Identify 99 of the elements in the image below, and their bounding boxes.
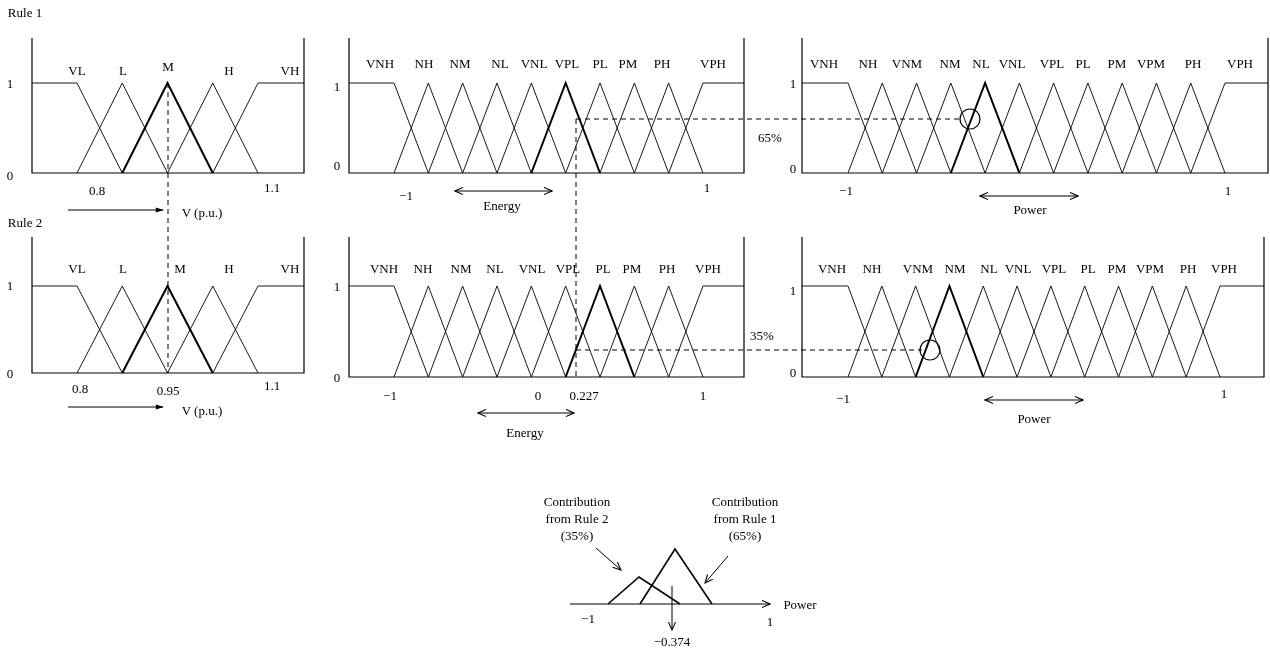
axis-label: Power (1013, 202, 1047, 216)
axis-label: 0 (789, 161, 797, 175)
axis-label: PL (595, 261, 611, 275)
axis-label: NL (972, 56, 990, 70)
axis-label: M (174, 261, 186, 275)
axis-label: Energy (483, 198, 521, 212)
axis-label: 0.227 (569, 388, 599, 402)
axis-label: PL (1075, 56, 1091, 70)
axis-label: 1 (6, 76, 14, 90)
leader-arrow (595, 547, 622, 571)
axis-label: NH (858, 56, 878, 70)
axis-label: 1 (699, 388, 707, 402)
axis-label: 0 (6, 366, 14, 380)
axis-label: PM (1107, 261, 1127, 275)
axis-label: NL (491, 56, 509, 70)
axis-label: VPL (1041, 261, 1067, 275)
axis-label: VPL (555, 261, 581, 275)
axis-label: VPH (1211, 261, 1237, 275)
axis-label: PH (658, 261, 676, 275)
axis-label: VNH (369, 261, 399, 275)
axis-label: 0 (6, 168, 14, 182)
axis-label: VNL (998, 56, 1026, 70)
axis-label: VH (280, 261, 300, 275)
axis-label: Rule 2 (7, 215, 43, 229)
axis-label: 1 (789, 76, 797, 90)
axis-label: V (p.u.) (181, 205, 223, 219)
axis-label: VPH (700, 56, 726, 70)
axis-label: VNL (518, 261, 546, 275)
axis-label: VNL (1004, 261, 1032, 275)
axis-label: 1 (333, 79, 341, 93)
axis-label: VPH (695, 261, 721, 275)
axis-label: −1 (383, 388, 397, 402)
axis-label: VPH (1227, 56, 1253, 70)
axis-label: PL (1080, 261, 1096, 275)
axis-label: 0 (534, 388, 542, 402)
axis-label: PL (592, 56, 608, 70)
axis-label: VH (280, 63, 300, 77)
callout-text: Contribution from Rule 2 (35%) (535, 492, 619, 544)
axis-label: −1 (581, 611, 595, 625)
axis-label: L (119, 63, 127, 77)
axis-label: PM (622, 261, 642, 275)
axis-label: VNH (809, 56, 839, 70)
axis-label: VPL (1039, 56, 1065, 70)
axis-label: NM (939, 56, 961, 70)
axis-label: NL (486, 261, 504, 275)
axis-label: 1.1 (263, 378, 281, 392)
axis-label: −0.374 (653, 634, 691, 648)
axis-label: NH (413, 261, 433, 275)
axis-label: 0.95 (156, 383, 180, 397)
axis-label: 1 (1220, 386, 1228, 400)
axis-label: H (224, 261, 234, 275)
axis-label: H (224, 63, 234, 77)
axis-label: VPM (1136, 56, 1166, 70)
leader-arrow (704, 555, 729, 584)
axis-label: 1 (1224, 183, 1232, 197)
axis-label: 1 (333, 279, 341, 293)
axis-label: VNH (365, 56, 395, 70)
axis-label: Power (1017, 411, 1051, 425)
axis-label: VL (68, 261, 86, 275)
axis-label: 0 (333, 158, 341, 172)
axis-label: PH (1184, 56, 1202, 70)
axis-label: VPM (1135, 261, 1165, 275)
axis-label: M (162, 59, 174, 73)
axis-label: −1 (399, 188, 413, 202)
axis-label: 0.8 (71, 381, 89, 395)
axis-label: 1 (6, 278, 14, 292)
axis-label: 1.1 (263, 180, 281, 194)
axis-label: PM (1107, 56, 1127, 70)
axis-label: VNH (817, 261, 847, 275)
axis-label: VNM (891, 56, 923, 70)
axis-label: 1 (789, 283, 797, 297)
axis-label: −1 (839, 183, 853, 197)
axis-label: Energy (506, 425, 544, 439)
axis-label: VPL (554, 56, 580, 70)
axis-label: −1 (836, 391, 850, 405)
axis-label: PH (1179, 261, 1197, 275)
axis-label: NM (450, 261, 472, 275)
axis-label: PM (618, 56, 638, 70)
axis-label: 0 (789, 365, 797, 379)
axis-label: 35% (750, 328, 774, 342)
axis-label: 0 (333, 370, 341, 384)
axis-label: VNM (902, 261, 934, 275)
axis-label: 1 (766, 614, 774, 628)
axis-label: Power (783, 597, 817, 611)
axis-label: NL (980, 261, 998, 275)
callout-text: Contribution from Rule 1 (65%) (703, 492, 787, 544)
axis-label: Rule 1 (7, 5, 43, 19)
axis-label: NH (862, 261, 882, 275)
axis-label: V (p.u.) (181, 403, 223, 417)
axis-label: 0.8 (88, 183, 106, 197)
axis-label: 1 (703, 180, 711, 194)
axis-label: PH (653, 56, 671, 70)
axis-label: VNL (520, 56, 548, 70)
axis-label: L (119, 261, 127, 275)
axis-label: VL (68, 63, 86, 77)
axis-label: 65% (758, 130, 782, 144)
axis-label: NH (414, 56, 434, 70)
axis-label: NM (944, 261, 966, 275)
axis-label: NM (449, 56, 471, 70)
